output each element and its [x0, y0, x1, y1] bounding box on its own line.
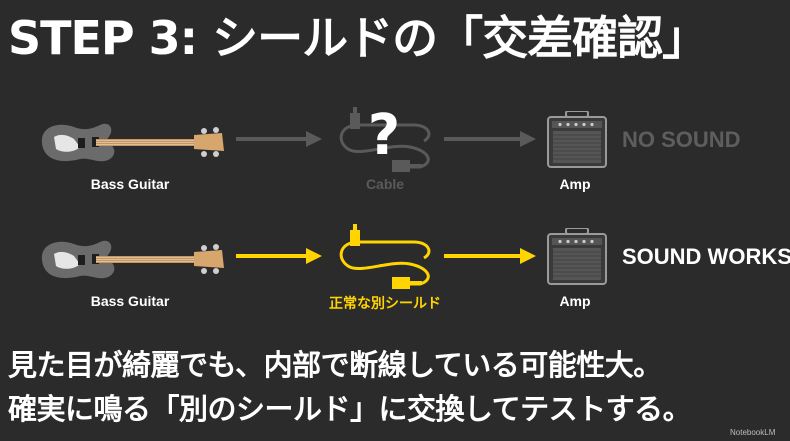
diagram-row-no-sound: Bass Guitar ? Cable Amp NO SOUND	[0, 103, 790, 193]
cable-label: Cable	[365, 176, 405, 192]
bass-guitar-label: Bass Guitar	[90, 293, 170, 309]
page-title: STEP 3: シールドの「交差確認」	[8, 11, 708, 65]
caption-line-1: 見た目が綺麗でも、内部で断線している可能性大。	[8, 348, 662, 382]
arrow-right-icon	[444, 131, 536, 147]
arrow-right-icon	[236, 248, 322, 264]
question-mark-icon: ?	[367, 103, 401, 168]
replacement-cable-label: 正常な別シールド	[329, 295, 441, 311]
watermark: NotebookLM	[730, 428, 776, 437]
diagram-row-sound-works: Bass Guitar 正常な別シールド Amp SOUND WORKS	[0, 220, 790, 311]
amp-label: Amp	[559, 293, 591, 309]
bass-guitar-label: Bass Guitar	[90, 176, 170, 192]
arrow-right-icon	[444, 248, 536, 264]
status-no-sound: NO SOUND	[622, 127, 741, 152]
caption-line-2: 確実に鳴る「別のシールド」に交換してテストする。	[8, 392, 692, 426]
arrow-right-icon	[236, 131, 322, 147]
status-sound-works: SOUND WORKS	[622, 244, 790, 269]
cable-icon	[339, 224, 431, 289]
amp-icon	[547, 228, 607, 285]
bass-guitar-icon	[41, 240, 224, 279]
amp-label: Amp	[559, 176, 591, 192]
bass-guitar-icon	[41, 123, 224, 162]
cable-icon	[339, 107, 431, 172]
amp-icon	[547, 111, 607, 168]
